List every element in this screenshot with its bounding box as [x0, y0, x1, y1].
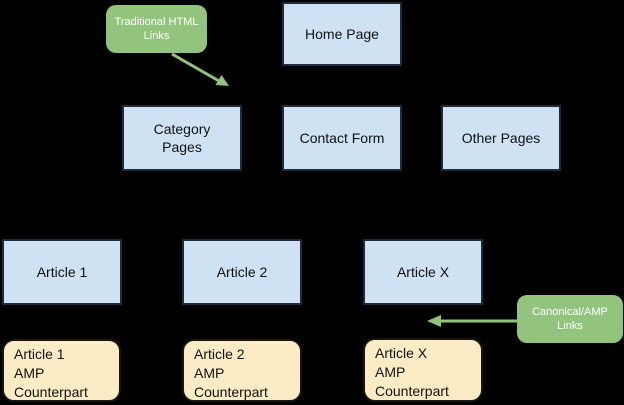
traditional-links-arrow-line — [171, 52, 220, 83]
node-article-x-amp-counterpart: Article X AMP Counterpart — [363, 338, 483, 402]
canonical-links-arrow — [427, 315, 518, 327]
node-article-x-label: Article X — [396, 264, 450, 280]
node-article-1-amp-label: Article 1 AMP Counterpart — [14, 346, 88, 400]
node-other-pages: Other Pages — [441, 105, 561, 171]
node-other-pages-label: Other Pages — [461, 130, 541, 146]
callout-canonical-amp-links-label: Canonical/AMP Links — [532, 306, 608, 332]
node-article-1: Article 1 — [2, 239, 122, 305]
node-article-2-amp-counterpart: Article 2 AMP Counterpart — [182, 339, 302, 402]
traditional-links-arrowhead-icon — [215, 75, 229, 86]
node-category-pages-label: Category Pages — [153, 121, 211, 155]
node-article-x-amp-label: Article X AMP Counterpart — [375, 345, 449, 399]
node-article-1-amp-counterpart: Article 1 AMP Counterpart — [2, 339, 121, 402]
callout-traditional-html-links-label: Traditional HTML Links — [114, 16, 199, 42]
node-article-x: Article X — [363, 239, 483, 305]
node-contact-form-label: Contact Form — [299, 130, 385, 146]
node-article-2: Article 2 — [182, 239, 302, 305]
node-contact-form: Contact Form — [282, 105, 402, 171]
canonical-links-arrowhead-icon — [427, 315, 441, 327]
node-article-2-label: Article 2 — [216, 264, 268, 280]
node-category-pages: Category Pages — [122, 105, 242, 171]
node-article-2-amp-label: Article 2 AMP Counterpart — [194, 346, 268, 400]
node-article-1-label: Article 1 — [36, 264, 88, 280]
node-home-page-label: Home Page — [305, 26, 379, 42]
traditional-links-arrow — [171, 52, 229, 86]
node-home-page: Home Page — [282, 2, 402, 66]
callout-traditional-html-links: Traditional HTML Links — [106, 5, 207, 53]
callout-canonical-amp-links: Canonical/AMP Links — [517, 295, 623, 343]
